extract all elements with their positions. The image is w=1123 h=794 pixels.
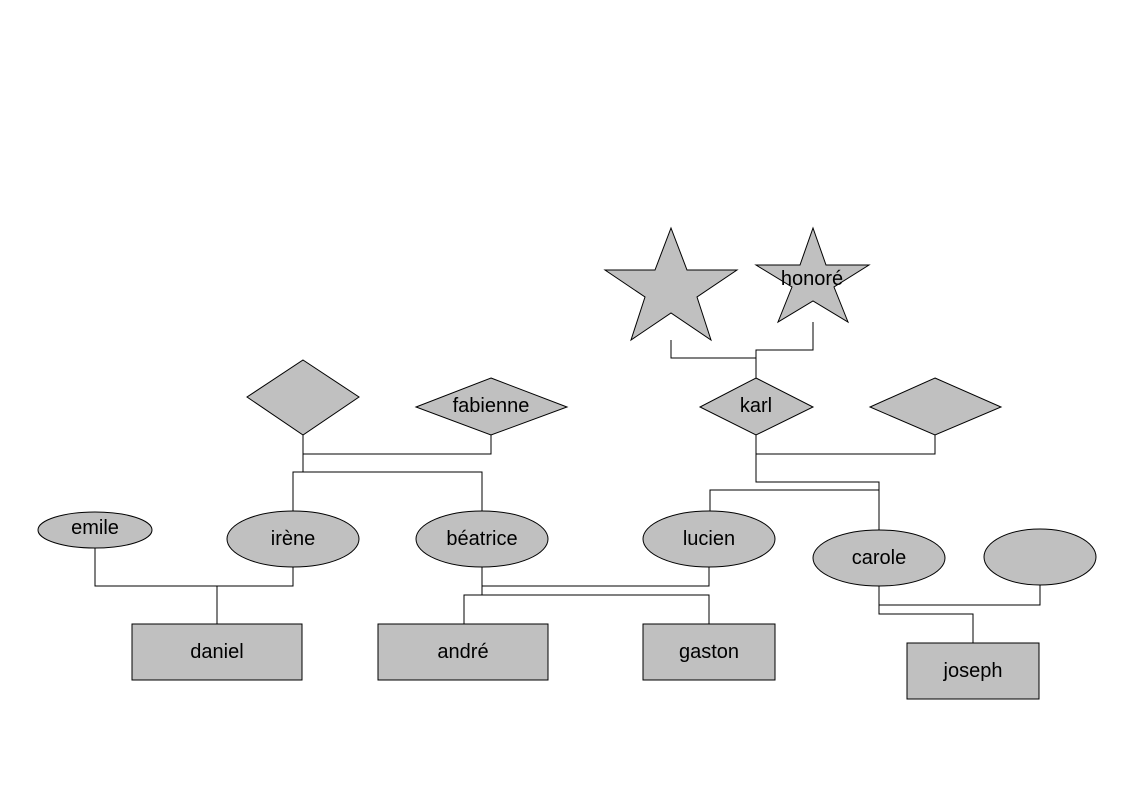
rect-andre-label: andré [437,641,488,663]
star-honore[interactable]: honoré [754,226,871,324]
rect-joseph[interactable]: joseph [906,642,1040,700]
connector-beatrice-lucien [481,567,710,587]
diamond-karl[interactable]: karl [698,377,815,436]
connector-diamond-right [756,435,936,455]
ellipse-blank[interactable] [983,528,1097,586]
rect-gaston[interactable]: gaston [642,623,776,681]
ellipse-beatrice-label: béatrice [446,528,517,550]
diamond-karl-label: karl [740,395,772,417]
ellipse-lucien[interactable]: lucien [642,510,776,568]
ellipse-emile[interactable]: emile [37,511,153,549]
rect-daniel-label: daniel [190,641,243,663]
connector-karl-diamond-right [755,435,880,530]
connector-irene-beatrice [292,471,483,511]
diamond-fabienne[interactable]: fabienne [414,377,569,436]
star-honore-label: honoré [781,268,843,290]
rect-andre[interactable]: andré [377,623,549,681]
diamond-fabienne-label: fabienne [453,395,530,417]
connector-carole-ellipse [878,586,974,643]
connector-emile-irene [94,548,294,587]
ellipse-beatrice[interactable]: béatrice [415,510,549,568]
connector-fabienne [303,435,492,455]
ellipse-carole[interactable]: carole [812,529,946,587]
ellipse-irene-label: irène [271,528,315,550]
connector-star-karl [670,340,756,359]
rect-joseph-label: joseph [943,660,1003,682]
connector-children [463,594,710,624]
star-blank[interactable] [603,226,739,342]
connector-honore-karl [755,322,814,378]
ellipse-emile-label: emile [71,517,119,539]
rect-daniel[interactable]: daniel [131,623,303,681]
diamond-blank-left[interactable] [246,359,360,436]
connectors [94,322,1041,643]
ellipse-lucien-label: lucien [683,528,735,550]
ellipse-carole-label: carole [852,547,906,569]
connector-ellipse-blank [879,585,1041,606]
ellipse-irene[interactable]: irène [226,510,360,568]
diamond-blank-right[interactable] [868,377,1003,436]
connector-lucien [709,489,879,511]
rect-gaston-label: gaston [679,641,739,663]
